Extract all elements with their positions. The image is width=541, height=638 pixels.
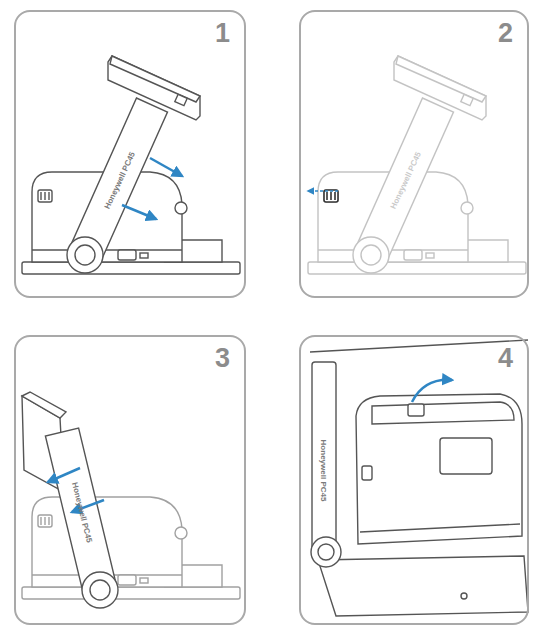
printer [22,497,240,599]
step-number: 4 [498,343,513,374]
step-number: 3 [215,343,230,374]
step-number: 1 [215,18,230,49]
open-arrow [412,380,452,402]
display-arm [22,392,118,608]
step-panel: 3 [14,335,246,625]
printer-perspective [310,340,528,616]
move-arrow [150,158,182,176]
display-arm [67,56,200,273]
move-arrow [48,468,80,482]
step-panel: 4 [299,335,529,625]
step-number: 2 [498,18,513,49]
move-arrow [122,205,156,219]
arm-brand-text: Honeywell PC45 [319,439,328,501]
push-arrow [308,190,338,192]
faded-printer [308,56,526,274]
